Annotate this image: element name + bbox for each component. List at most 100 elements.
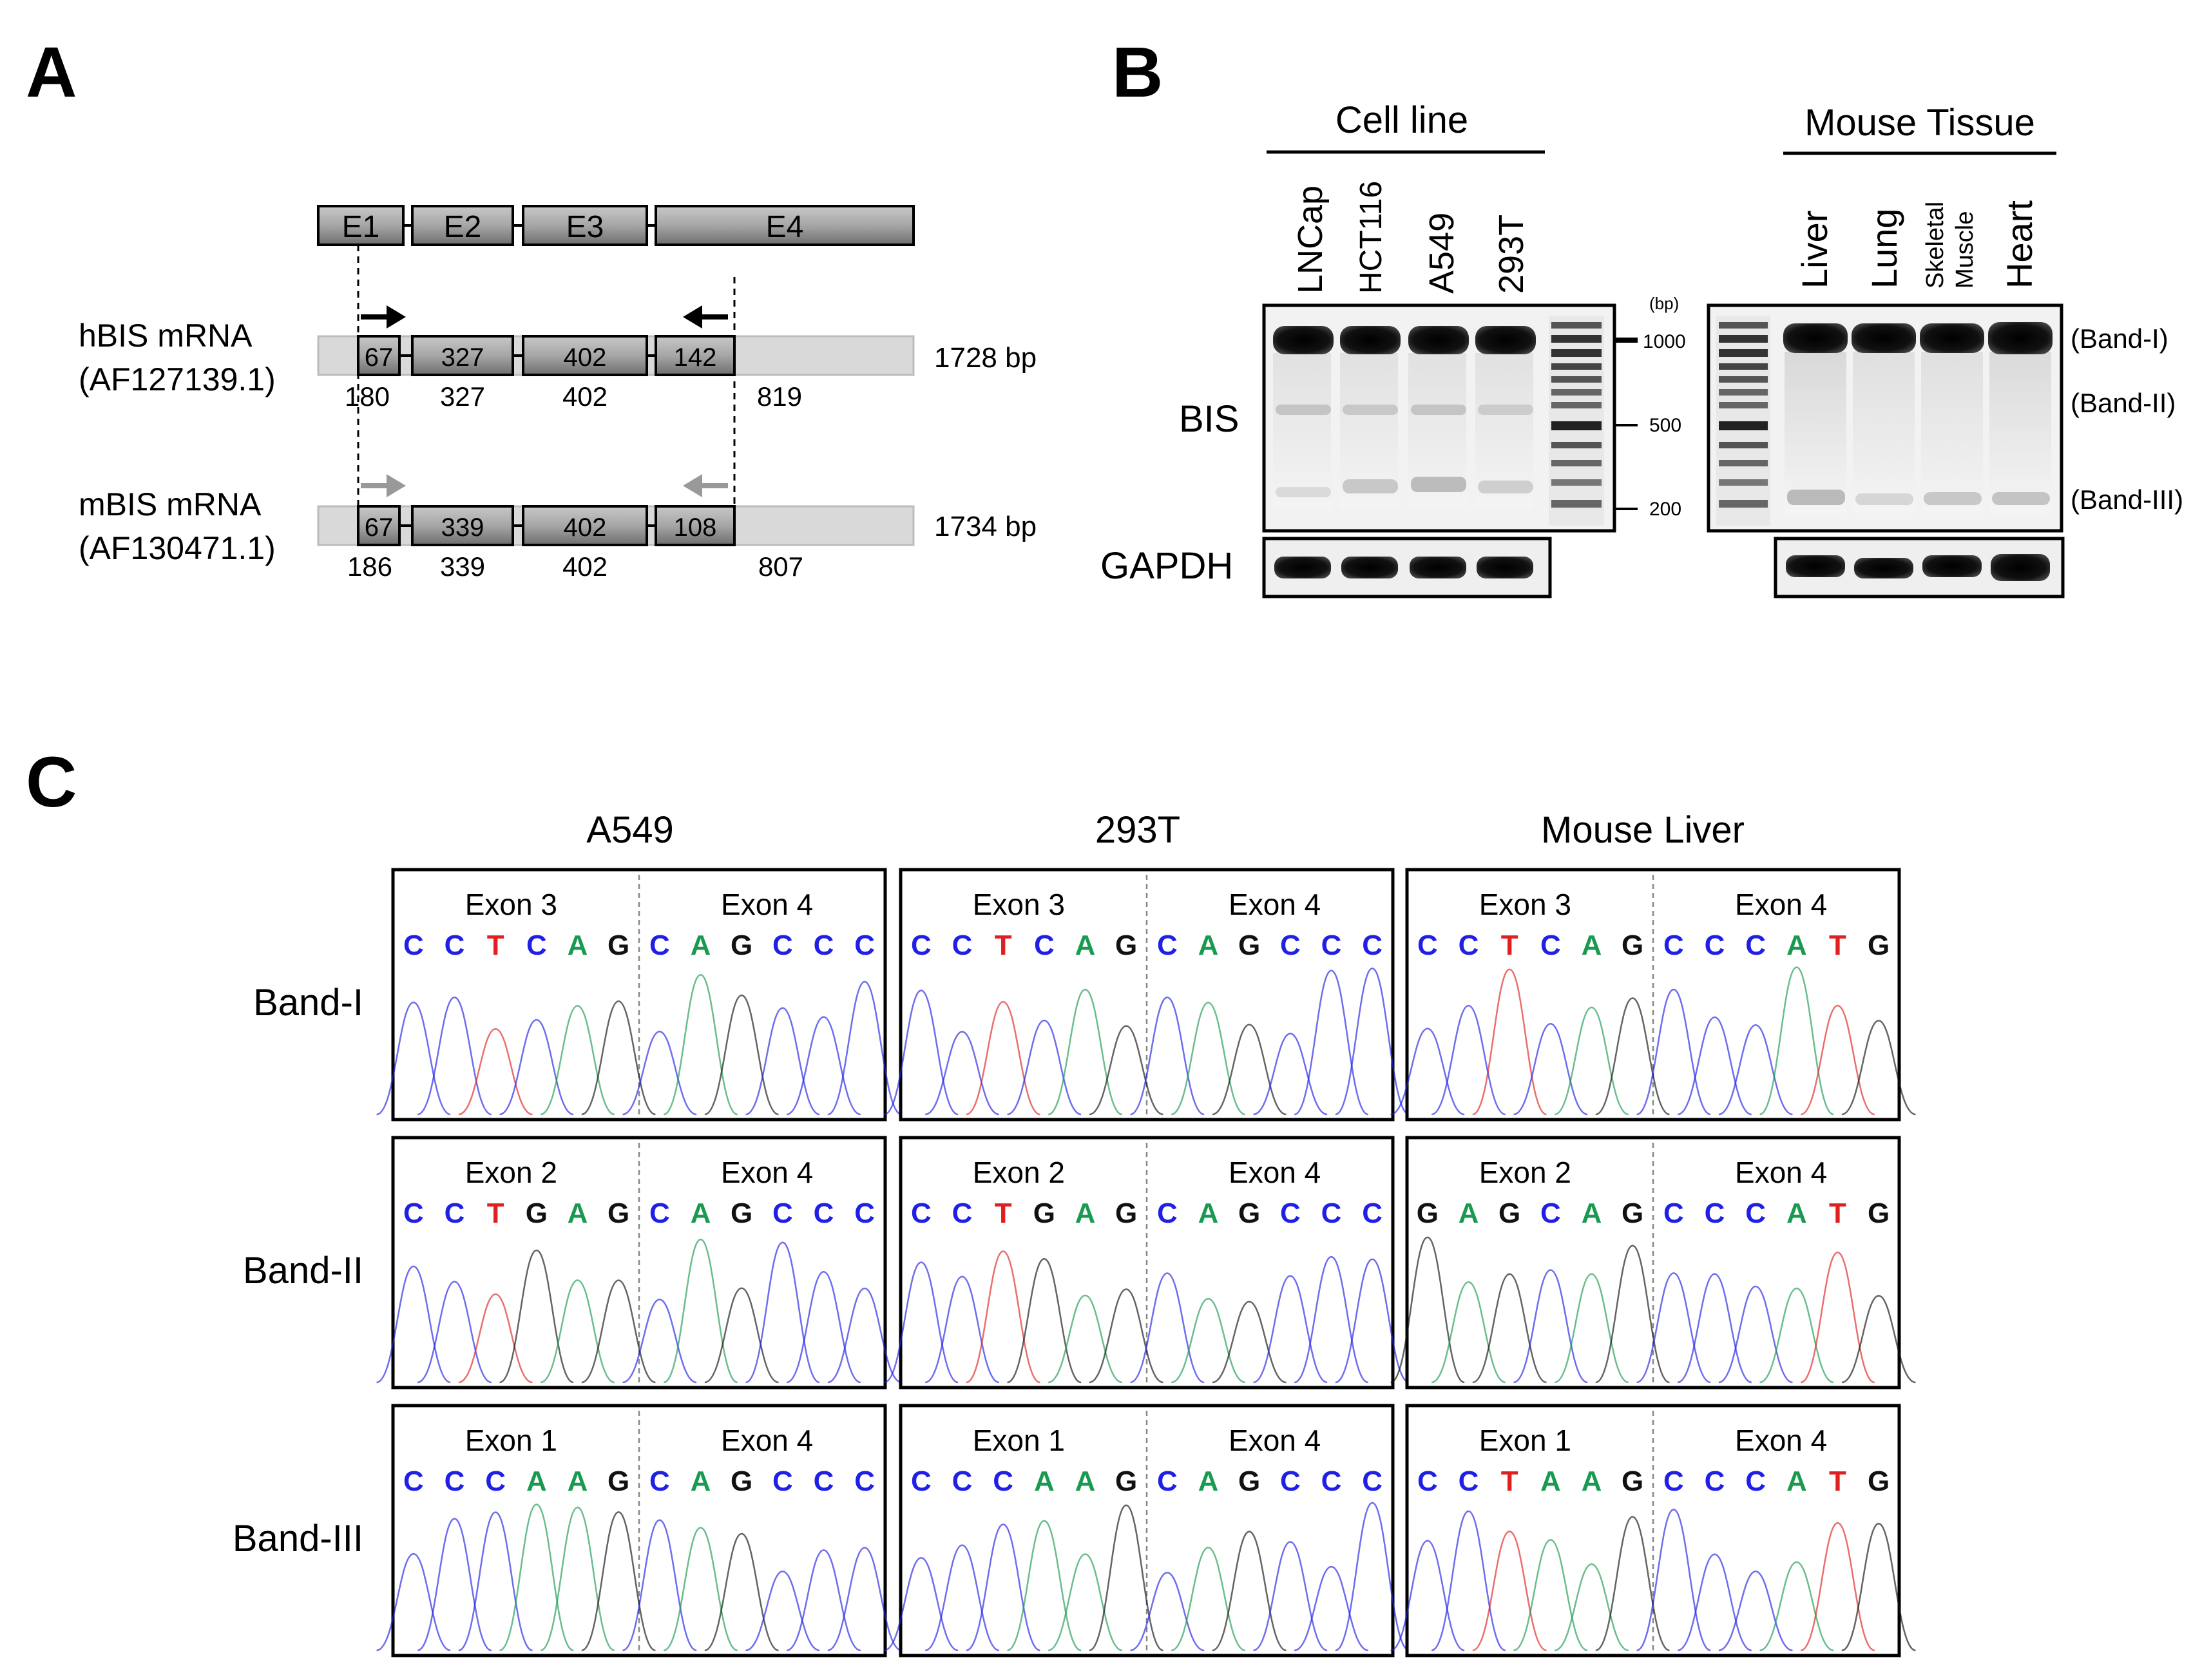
base-call: C [1280,1465,1301,1497]
dna-ladder [1549,316,1604,526]
base-call: C [649,1465,670,1497]
exon-label: Exon 2 [465,1156,557,1189]
ladder-mark: 500 [1649,415,1681,436]
base-call: A [1198,1198,1219,1229]
base-call: C [911,930,932,961]
segment-length: 402 [564,343,607,372]
base-call: C [403,930,424,961]
base-call: C [1157,930,1178,961]
base-call: A [1198,930,1219,961]
smear [1273,353,1331,508]
peak-trace [884,989,959,1116]
base-call: A [691,930,711,961]
base-call: C [1705,930,1725,961]
peak-trace [1048,988,1123,1116]
peak-trace [1253,1033,1328,1116]
peak-trace [884,1261,959,1384]
exon-label: Exon 4 [1735,888,1827,921]
gapdh-band [1786,555,1845,577]
peak-trace [1130,997,1205,1116]
row-label-bis: BIS [1179,398,1240,440]
peak-trace [1513,1269,1588,1384]
base-call: A [1075,1198,1096,1229]
peak-trace [1759,966,1834,1116]
base-call: C [814,1198,834,1229]
segment-length: 327 [441,343,484,372]
peak-trace [1677,1016,1752,1116]
peak-trace [1294,1565,1369,1652]
peak-trace [966,1523,1040,1652]
exon-label: Exon 1 [1479,1424,1571,1457]
mrna-length: 1734 bp [934,511,1037,542]
base-call: T [995,1198,1012,1229]
peak-trace [1554,1273,1629,1384]
column-header: A549 [586,809,673,851]
base-call: C [403,1465,424,1497]
base-call: C [952,1198,973,1229]
base-call: C [1417,930,1438,961]
peak-trace [622,1298,697,1384]
band-label: (Band-II) [2071,388,2176,418]
exon-label-e4: E4 [766,210,804,244]
base-call: T [1829,930,1846,961]
lane-label: HCT116 [1354,181,1388,294]
base-call: C [445,930,465,961]
segment-length: 142 [674,343,717,372]
base-call: A [568,930,588,961]
forward-primer-arrow [361,474,406,497]
base-call: C [854,1198,875,1229]
peak-trace [622,1519,697,1652]
mouse-mrna: 67 339 402 108 186 339 402 807 mBIS mRNA… [79,474,1037,582]
base-call: C [1663,1465,1684,1497]
base-call: G [1238,1465,1260,1497]
peak-trace [1800,1252,1875,1384]
band-iii [1992,492,2050,505]
base-call: A [1582,930,1602,961]
lane-label: Liver [1794,211,1835,289]
exon-box-e2 [411,205,514,246]
peak-trace [1636,1509,1711,1652]
gapdh-band [1410,557,1466,578]
base-call: C [1459,1465,1479,1497]
exon-box-e3 [522,205,648,246]
base-call: A [691,1465,711,1497]
base-call: C [485,1465,506,1497]
base-call: C [649,930,670,961]
base-call: T [487,930,504,961]
peak-trace [1212,1024,1287,1116]
base-call: C [445,1198,465,1229]
peak-trace [704,994,779,1116]
base-call: C [772,1465,793,1497]
peak-trace [417,1518,492,1652]
base-call: G [1622,1465,1643,1497]
base-call: G [1115,1465,1137,1497]
peak-trace [1089,1025,1163,1116]
peak-trace [1294,969,1369,1116]
base-call: G [1033,1198,1055,1229]
peak-trace [1212,1301,1287,1384]
peak-trace [1677,1273,1752,1384]
peak-trace [1759,1561,1834,1652]
human-mrna: 67 327 402 142 180 327 402 819 hBIS mRNA… [79,305,1037,412]
peak-trace [1048,1553,1123,1652]
peak-trace [540,1279,615,1384]
peak-trace [376,1265,451,1384]
base-call: C [772,930,793,961]
base-call: A [568,1198,588,1229]
base-call: C [814,930,834,961]
peak-trace [1513,1539,1588,1652]
band-label: (Band-I) [2071,323,2168,354]
base-call: G [1868,1465,1890,1497]
peak-trace [499,1503,574,1652]
peak-trace [1595,997,1670,1116]
exon-label: Exon 4 [1735,1156,1827,1189]
base-call: G [608,1198,629,1229]
gapdh-gel-cell-line [1262,537,1552,598]
peak-trace [1718,1570,1793,1652]
below-value: 186 [347,551,392,582]
peak-trace [827,1287,902,1384]
